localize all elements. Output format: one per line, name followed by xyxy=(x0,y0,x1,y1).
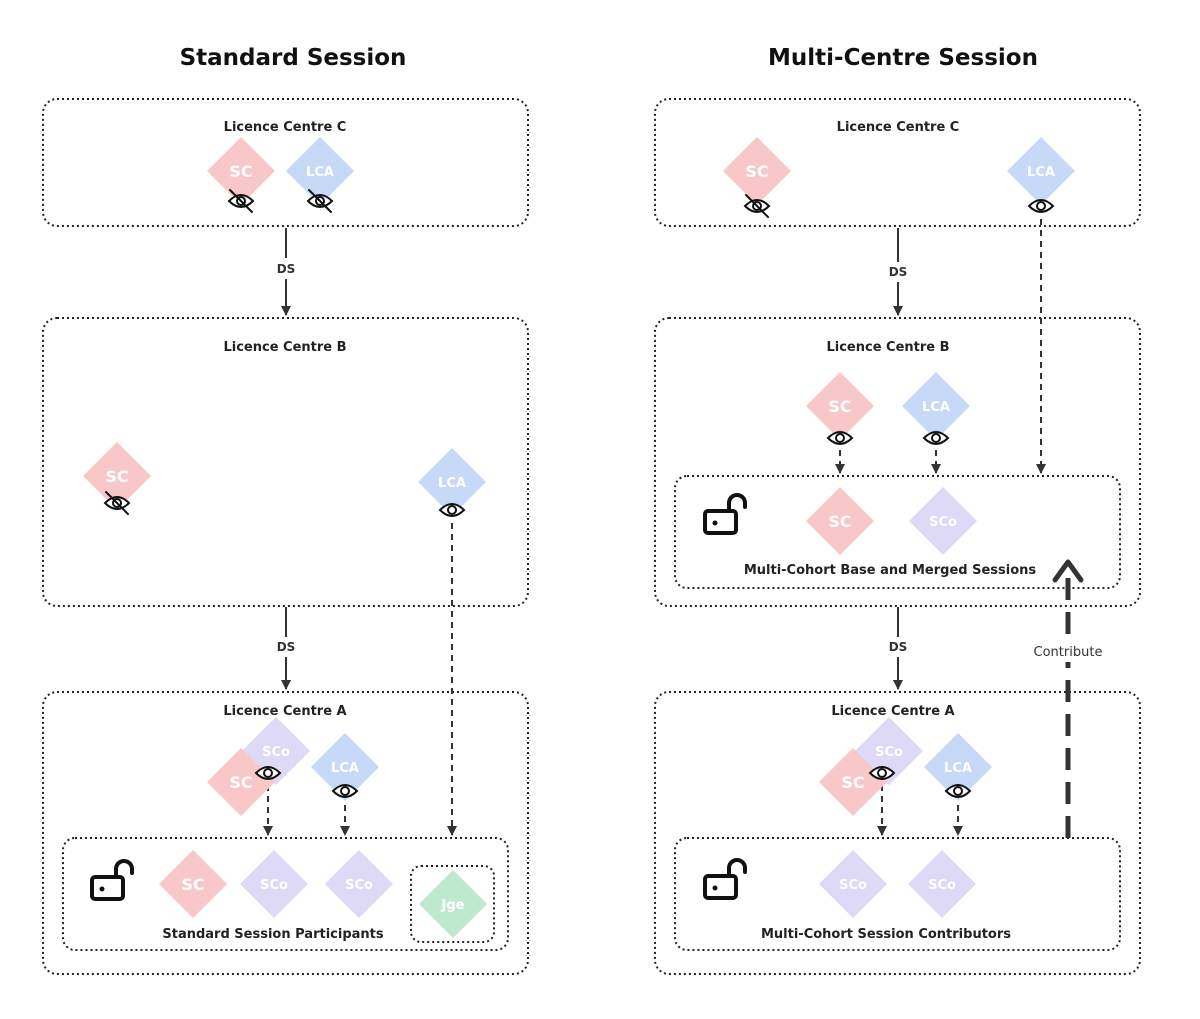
right-a-sco-label: SCo xyxy=(875,745,903,760)
left-b-sc-label: SC xyxy=(105,467,128,486)
left-p-sco-1-label: SCo xyxy=(260,878,288,893)
right-b-lca-eye-icon xyxy=(922,431,950,445)
left-participants-unlocked-padlock-icon xyxy=(90,859,134,901)
left-c-lca-token: LCA xyxy=(286,137,354,205)
right-a-sc-label: SC xyxy=(841,773,864,792)
left-c-sc-eye-slash-icon xyxy=(227,189,255,213)
right-contributors-box: Multi-Cohort Session Contributors xyxy=(674,837,1121,951)
right-m-sco-token: SCo xyxy=(909,487,977,555)
left-ds-label-2: DS xyxy=(277,640,296,654)
left-licence-centre-c: Licence Centre C xyxy=(42,98,529,227)
left-c-sc-label: SC xyxy=(229,162,252,181)
left-b-lca-eye-icon xyxy=(438,503,466,517)
right-a-lca-token: LCA xyxy=(924,733,992,801)
left-p-sc-token: SC xyxy=(159,850,227,918)
right-licence-centre-a: Licence Centre A xyxy=(654,691,1141,975)
right-a-sc-token: SC xyxy=(819,748,887,816)
right-merged-unlocked-padlock-icon xyxy=(703,493,747,535)
right-c-lca-label: LCA xyxy=(1027,165,1055,180)
right-a-lca-eye-icon xyxy=(944,784,972,798)
right-centre-c-label: Licence Centre C xyxy=(837,120,960,135)
standard-session-title: Standard Session xyxy=(180,45,407,71)
left-c-lca-label: LCA xyxy=(306,165,334,180)
right-ct-sco-2-label: SCo xyxy=(928,878,956,893)
right-c-sc-eye-slash-icon xyxy=(743,194,771,218)
right-b-sc-token: SC xyxy=(806,372,874,440)
left-a-sc-label: SC xyxy=(229,773,252,792)
left-p-jge-token: Jge xyxy=(419,870,487,938)
right-c-sc-token: SC xyxy=(723,137,791,205)
left-centre-a-label: Licence Centre A xyxy=(223,704,346,719)
left-a-sco-label: SCo xyxy=(262,745,290,760)
left-b-lca-label: LCA xyxy=(438,476,466,491)
right-c-lca-eye-icon xyxy=(1027,199,1055,213)
participants-label: Standard Session Participants xyxy=(162,927,383,942)
left-p-sc-label: SC xyxy=(181,875,204,894)
right-merged-sessions-box: Multi-Cohort Base and Merged Sessions xyxy=(674,475,1121,589)
left-p-sco-1-token: SCo xyxy=(240,850,308,918)
left-centre-c-label: Licence Centre C xyxy=(224,120,347,135)
left-centre-b-label: Licence Centre B xyxy=(223,340,346,355)
right-b-lca-label: LCA xyxy=(922,400,950,415)
right-b-lca-token: LCA xyxy=(902,372,970,440)
right-licence-centre-b: Licence Centre B xyxy=(654,317,1141,607)
left-b-sc-token: SC xyxy=(83,442,151,510)
left-p-sco-2-label: SCo xyxy=(345,878,373,893)
contribute-arrow-head xyxy=(1052,559,1084,583)
multi-centre-session-title: Multi-Centre Session xyxy=(768,45,1038,71)
right-ds-label-2: DS xyxy=(889,640,908,654)
left-p-sco-2-token: SCo xyxy=(325,850,393,918)
visibility-icons xyxy=(90,189,1055,901)
right-contributors-unlocked-padlock-icon xyxy=(703,858,747,900)
jge-box xyxy=(410,865,495,943)
right-m-sc-token: SC xyxy=(806,487,874,555)
left-b-lca-token: LCA xyxy=(418,448,486,516)
contribute-label-bg xyxy=(1028,640,1108,662)
right-a-lca-label: LCA xyxy=(944,761,972,776)
right-ct-sco-1-token: SCo xyxy=(819,850,887,918)
left-c-sc-token: SC xyxy=(207,137,275,205)
contribute-label: Contribute xyxy=(1034,645,1103,660)
right-ct-sco-1-label: SCo xyxy=(839,878,867,893)
left-a-sc-token: SC xyxy=(207,748,275,816)
right-a-sc-eye-icon xyxy=(868,766,896,780)
left-a-sc-eye-icon xyxy=(254,766,282,780)
right-b-sc-label: SC xyxy=(828,397,851,416)
right-centre-a-label: Licence Centre A xyxy=(831,704,954,719)
left-licence-centre-b: Licence Centre B xyxy=(42,317,529,607)
contributors-label: Multi-Cohort Session Contributors xyxy=(761,927,1011,942)
left-participants-box: Standard Session Participants xyxy=(62,837,509,951)
left-b-sc-eye-slash-icon xyxy=(103,491,131,515)
merged-sessions-label: Multi-Cohort Base and Merged Sessions xyxy=(744,563,1037,578)
right-ds-label-1: DS xyxy=(889,265,908,279)
right-ct-sco-2-token: SCo xyxy=(908,850,976,918)
right-centre-b-label: Licence Centre B xyxy=(826,340,949,355)
left-ds-label-1: DS xyxy=(277,262,296,276)
right-m-sco-label: SCo xyxy=(929,515,957,530)
right-b-sc-eye-icon xyxy=(826,431,854,445)
right-licence-centre-c: Licence Centre C xyxy=(654,98,1141,227)
left-licence-centre-a: Licence Centre A xyxy=(42,691,529,975)
right-c-sc-label: SC xyxy=(745,162,768,181)
left-a-lca-label: LCA xyxy=(331,761,359,776)
right-m-sc-label: SC xyxy=(828,512,851,531)
left-p-jge-label: Jge xyxy=(441,898,465,913)
right-c-lca-token: LCA xyxy=(1007,137,1075,205)
left-c-lca-eye-slash-icon xyxy=(306,189,334,213)
left-a-lca-eye-icon xyxy=(331,784,359,798)
left-a-lca-token: LCA xyxy=(311,733,379,801)
